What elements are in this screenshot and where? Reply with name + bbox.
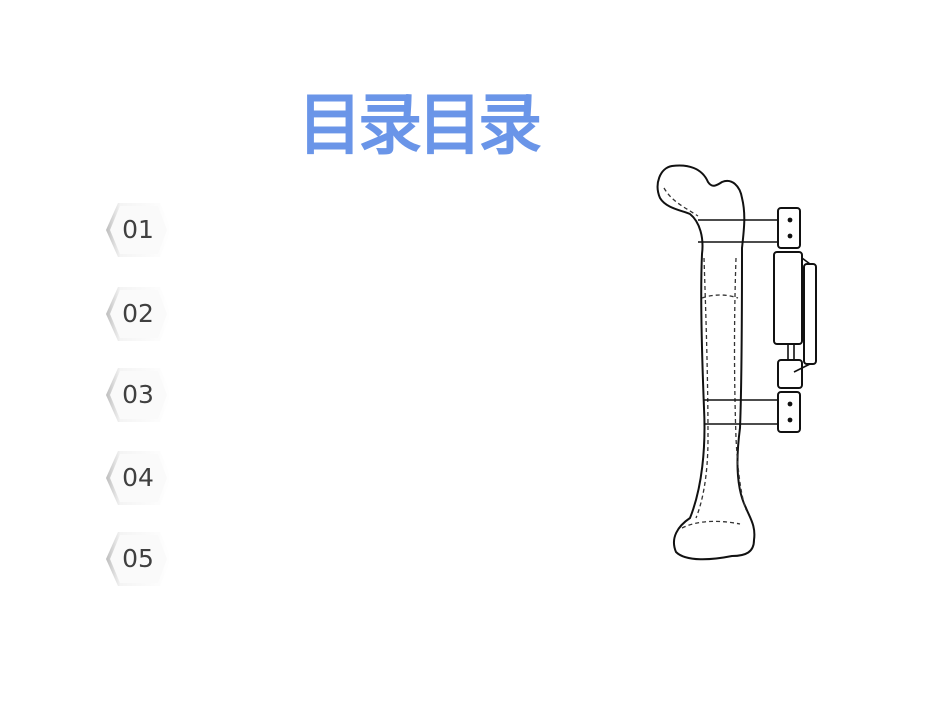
hexagon-badge-icon [106, 203, 171, 257]
list-item-badge: 02 [104, 286, 172, 342]
hexagon-badge-icon [106, 368, 171, 422]
femur-external-fixator-icon [656, 164, 817, 561]
list-item-number: 05 [122, 544, 154, 573]
list-item-badge: 03 [104, 367, 172, 423]
list-item-badge: 05 [104, 531, 172, 587]
hexagon-badge-icon [106, 287, 171, 341]
hexagon-badge-icon [106, 451, 171, 505]
list-item-number: 04 [122, 463, 154, 492]
list-item-number: 02 [122, 299, 154, 328]
list-item-number: 01 [122, 215, 154, 244]
page-title: 目录目录 [298, 87, 542, 165]
list-item-number: 03 [122, 380, 154, 409]
hexagon-badge-icon [106, 532, 171, 586]
list-item-badge: 04 [104, 450, 172, 506]
list-item-badge: 01 [104, 202, 172, 258]
